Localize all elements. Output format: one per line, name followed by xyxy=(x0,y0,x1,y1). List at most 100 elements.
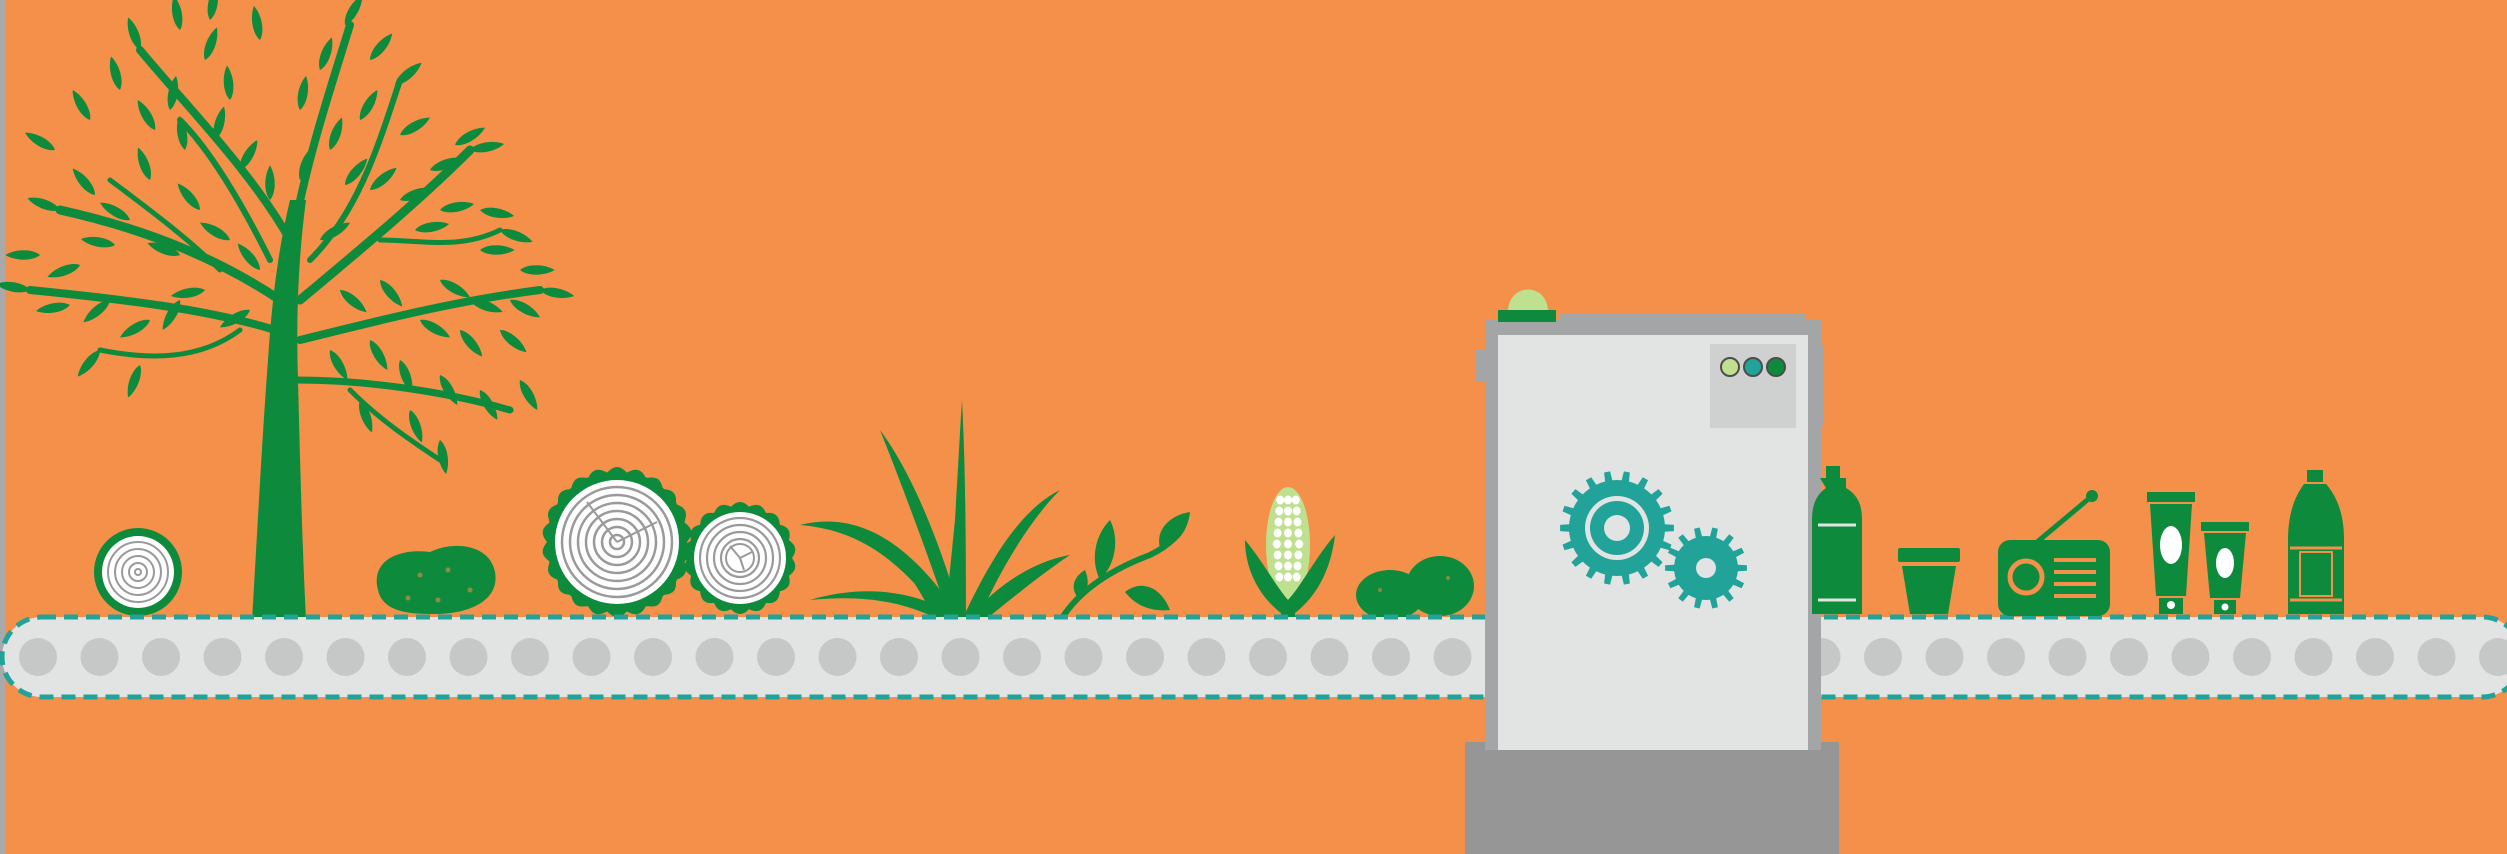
tube-icon xyxy=(2147,492,2195,614)
corn-kernel xyxy=(1293,507,1301,516)
corn-kernel xyxy=(1275,507,1283,516)
large-log-slice-icon xyxy=(543,467,692,617)
small-tube-icon xyxy=(2201,522,2249,614)
tree-leaf xyxy=(106,55,124,91)
tree-leaf xyxy=(418,316,453,342)
belt-roller xyxy=(880,638,918,676)
tree-leaf xyxy=(366,338,392,373)
tree-leaf xyxy=(367,164,400,194)
tree-leaf xyxy=(376,277,406,310)
tree-leaf xyxy=(337,286,370,316)
tree-leaf xyxy=(35,300,71,315)
tree-leaf xyxy=(456,327,486,360)
tree-leaf xyxy=(479,205,515,220)
corn-kernel xyxy=(1284,573,1292,582)
tree-leaf xyxy=(23,129,58,155)
tree-leaf xyxy=(5,250,40,259)
corn-kernel xyxy=(1294,518,1302,527)
tree-leaf xyxy=(46,261,82,282)
belt-roller xyxy=(2110,638,2148,676)
corn-kernel xyxy=(1284,496,1292,505)
corn-kernel xyxy=(1273,540,1281,549)
tree-leaf xyxy=(169,0,184,31)
corn-kernel xyxy=(1275,562,1283,571)
corn-kernel xyxy=(1284,551,1292,560)
belt-roller xyxy=(1249,638,1287,676)
corn-kernel xyxy=(1275,573,1283,582)
control-panel xyxy=(1710,344,1796,428)
belt-roller xyxy=(2295,638,2333,676)
corn-kernel xyxy=(1275,518,1283,527)
belt-roller xyxy=(1864,638,1902,676)
tree-leaf xyxy=(134,146,155,182)
tree-leaf xyxy=(249,5,264,41)
corn-kernel xyxy=(1284,540,1292,549)
tree-leaf xyxy=(69,165,99,198)
belt-roller xyxy=(450,638,488,676)
tree-leaf xyxy=(326,348,352,383)
belt-roller xyxy=(265,638,303,676)
belt-roller xyxy=(2233,638,2271,676)
belt-roller xyxy=(1311,638,1349,676)
corn-kernel xyxy=(1276,496,1284,505)
tree-leaf xyxy=(414,219,450,234)
tree-leaf xyxy=(174,115,189,151)
belt-roller xyxy=(327,638,365,676)
belt-roller xyxy=(142,638,180,676)
tree-leaf xyxy=(366,30,396,63)
potato-icon xyxy=(377,546,496,614)
status-lamp xyxy=(1508,290,1548,313)
belt-roller xyxy=(819,638,857,676)
belt-roller xyxy=(634,638,672,676)
belt-roller xyxy=(942,638,980,676)
belt-roller xyxy=(1188,638,1226,676)
tree-leaf xyxy=(222,65,234,100)
tree-leaf xyxy=(69,88,95,123)
belt-roller xyxy=(204,638,242,676)
tree-leaf xyxy=(520,265,555,274)
leafy-sprout-icon xyxy=(1062,512,1190,618)
corn-kernel xyxy=(1284,529,1292,538)
water-bottle-icon xyxy=(2288,470,2344,614)
corn-kernel xyxy=(1295,540,1303,549)
tree-leaf xyxy=(318,219,353,245)
belt-roller xyxy=(1926,638,1964,676)
potatoes-icon xyxy=(1356,556,1474,620)
belt-roller xyxy=(511,638,549,676)
tree-leaf xyxy=(539,285,575,300)
tree-leaf xyxy=(134,98,160,133)
left-edge xyxy=(0,0,5,854)
belt-roller xyxy=(2049,638,2087,676)
belt-roller xyxy=(81,638,119,676)
belt-roller xyxy=(573,638,611,676)
tree-leaf xyxy=(198,219,233,245)
log-slice-icon xyxy=(94,528,182,616)
corn-kernel xyxy=(1294,529,1302,538)
small-log-slice-icon xyxy=(685,502,796,614)
tree-leaf xyxy=(398,114,433,140)
corn-kernel xyxy=(1293,573,1301,582)
belt-roller xyxy=(1003,638,1041,676)
tree-leaf xyxy=(265,165,274,200)
tree-leaf xyxy=(326,116,347,152)
corn-kernel xyxy=(1284,518,1292,527)
belt-roller xyxy=(1434,638,1472,676)
cup-icon xyxy=(1898,548,1960,614)
tree-leaf xyxy=(439,199,475,214)
corn-kernel xyxy=(1292,496,1300,505)
tree-leaf xyxy=(341,0,367,27)
tree-leaf xyxy=(392,59,425,89)
tree-leaf xyxy=(170,285,206,300)
belt-roller xyxy=(1126,638,1164,676)
tree-leaf xyxy=(201,26,222,62)
belt-roller xyxy=(757,638,795,676)
corn-kernel xyxy=(1294,551,1302,560)
radio-icon xyxy=(1998,490,2110,616)
corn-kernel xyxy=(1274,529,1282,538)
tree-leaf xyxy=(174,180,204,213)
belt-roller xyxy=(1065,638,1103,676)
status-lights xyxy=(1721,358,1785,376)
processing-machine xyxy=(1465,290,1839,854)
belt-roller xyxy=(388,638,426,676)
